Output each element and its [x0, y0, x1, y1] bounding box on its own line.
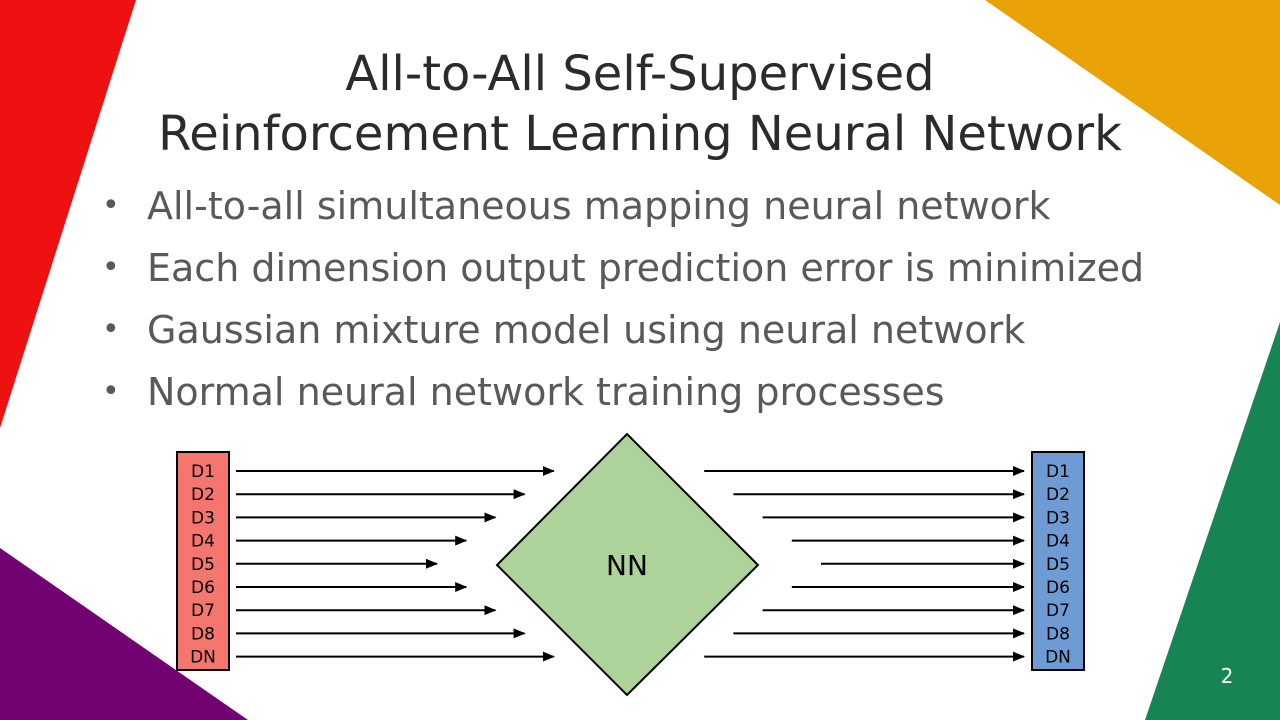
bullet-dot-icon: •	[102, 312, 120, 347]
output-dimension-label: D5	[1046, 555, 1070, 575]
green-corner-shape	[1145, 322, 1280, 720]
output-dimension-label: D3	[1046, 508, 1070, 528]
bullet-text: Normal neural network training processes	[147, 370, 945, 414]
bullet-dot-icon: •	[102, 250, 120, 285]
input-dimension-label: D5	[191, 555, 215, 575]
bullet-item: • Gaussian mixture model using neural net…	[102, 304, 1144, 366]
input-dimension-label: D3	[191, 508, 215, 528]
output-dimension-label: D6	[1046, 578, 1070, 598]
nn-diamond	[495, 432, 760, 697]
bullet-list: • All-to-all simultaneous mapping neural …	[102, 180, 1144, 428]
nn-label: NN	[606, 549, 648, 582]
output-dimension-label: D7	[1046, 601, 1070, 621]
orange-corner-shape	[985, 0, 1280, 205]
bullet-text: All-to-all simultaneous mapping neural n…	[147, 184, 1051, 228]
bullet-dot-icon: •	[102, 188, 120, 223]
bullet-dot-icon: •	[102, 374, 120, 409]
bullet-text: Each dimension output prediction error i…	[147, 246, 1145, 290]
output-dimension-label: D2	[1046, 485, 1070, 505]
bullet-item: • All-to-all simultaneous mapping neural …	[102, 180, 1144, 242]
input-dimension-label: D1	[191, 462, 215, 482]
slide-title: All-to-All Self-Supervised Reinforcement…	[0, 44, 1280, 164]
title-line-2: Reinforcement Learning Neural Network	[158, 106, 1122, 162]
input-dimension-label: D6	[191, 578, 215, 598]
input-dimension-label: DN	[190, 648, 216, 668]
bullet-item: • Each dimension output prediction error …	[102, 242, 1144, 304]
output-dimension-label: DN	[1045, 648, 1071, 668]
input-dimensions-box	[176, 451, 230, 671]
bullet-item: • Normal neural network training processe…	[102, 366, 1144, 428]
page-number: 2	[1220, 664, 1234, 688]
title-line-1: All-to-All Self-Supervised	[345, 46, 935, 102]
purple-corner-shape	[0, 548, 248, 720]
output-dimension-label: D1	[1046, 462, 1070, 482]
input-dimension-label: D4	[191, 532, 215, 552]
red-corner-shape	[0, 0, 136, 428]
input-dimension-label: D8	[191, 624, 215, 644]
output-dimension-label: D4	[1046, 532, 1070, 552]
output-dimension-label: D8	[1046, 624, 1070, 644]
input-dimension-label: D2	[191, 485, 215, 505]
input-dimension-label: D7	[191, 601, 215, 621]
bullet-text: Gaussian mixture model using neural netw…	[147, 308, 1026, 352]
output-dimensions-box	[1031, 451, 1085, 671]
